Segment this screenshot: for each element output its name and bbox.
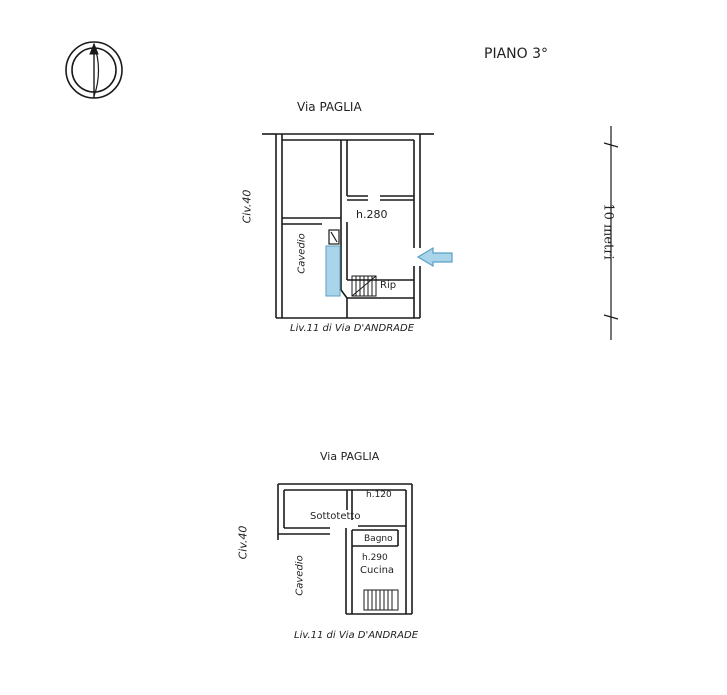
- lower-bottom-label: Liv.11 di Via D'ANDRADE: [294, 630, 419, 641]
- upper-fixture: [328, 229, 340, 245]
- lower-plan-walls: [277, 483, 413, 615]
- lower-room-label: Sottotetto: [310, 511, 361, 522]
- upper-plan-walls: [262, 133, 434, 319]
- floor-label: PIANO 3°: [484, 46, 548, 62]
- upper-street-left: Civ.40: [240, 189, 254, 224]
- upper-stairs: [351, 275, 377, 297]
- upper-cavedio-label: Cavedio: [296, 233, 308, 274]
- upper-street-top: Via PAGLIA: [297, 100, 362, 114]
- lower-kitchen-label: Cucina: [360, 565, 395, 576]
- highlighted-unit-strip: [325, 245, 341, 297]
- compass-north-icon: [65, 41, 123, 99]
- upper-landing-label: Rip: [380, 280, 397, 291]
- scale-label: 10 metri: [600, 203, 616, 260]
- lower-kitchen-height: h.290: [362, 553, 388, 563]
- lower-street-left: Civ.40: [236, 525, 250, 560]
- upper-bottom-label: Liv.11 di Via D'ANDRADE: [290, 323, 415, 334]
- entrance-arrow-icon: [416, 246, 453, 268]
- lower-stairs: [363, 589, 399, 611]
- lower-cavedio-label: Cavedio: [294, 555, 306, 596]
- lower-height-top: h.120: [366, 490, 392, 500]
- upper-height-label: h.280: [356, 208, 388, 221]
- lower-street-top: Via PAGLIA: [320, 450, 380, 463]
- scale-bar: [603, 126, 619, 340]
- lower-bath-label: Bagno: [364, 534, 393, 544]
